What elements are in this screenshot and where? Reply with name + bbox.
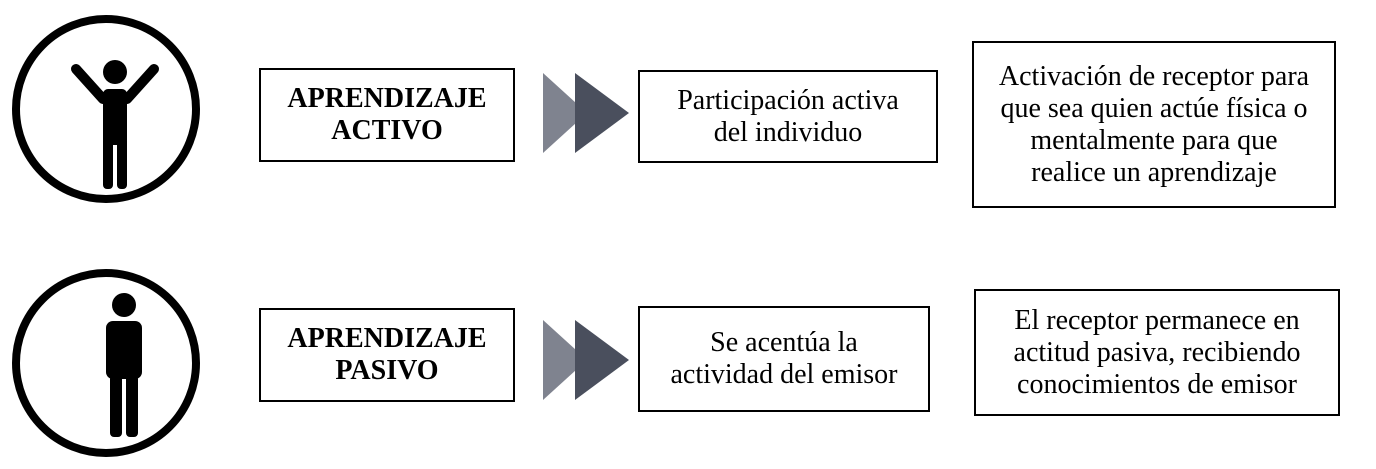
label-line: APRENDIZAJE xyxy=(287,323,487,354)
description-line: que sea quien actúe física o xyxy=(1000,92,1308,124)
label-line: ACTIVO xyxy=(331,115,443,146)
aprendizaje-activo-label: APRENDIZAJE ACTIVO xyxy=(259,68,515,162)
passive-person-circle xyxy=(6,263,206,463)
summary-line: actividad del emisor xyxy=(670,359,898,390)
aprendizaje-pasivo-label: APRENDIZAJE PASIVO xyxy=(259,308,515,402)
label-line: PASIVO xyxy=(335,355,439,386)
label-line: APRENDIZAJE xyxy=(287,83,487,114)
activo-summary-box: Participación activa del individuo xyxy=(638,70,938,163)
person-arms-raised-icon xyxy=(12,15,200,203)
summary-line: del individuo xyxy=(713,116,863,148)
activo-description-box: Activación de receptor para que sea quie… xyxy=(972,41,1336,208)
description-line: actitud pasiva, recibiendo xyxy=(1013,336,1301,368)
description-line: El receptor permanece en xyxy=(1014,304,1300,336)
pasivo-summary-box: Se acentúa la actividad del emisor xyxy=(638,306,930,412)
description-line: conocimientos de emisor xyxy=(1017,368,1297,400)
double-chevron-right-icon xyxy=(541,318,631,402)
summary-line: Se acentúa la xyxy=(710,327,858,358)
summary-line: Participación activa xyxy=(677,84,899,116)
description-line: realice un aprendizaje xyxy=(1031,156,1277,188)
person-standing-icon xyxy=(12,269,200,457)
pasivo-description-box: El receptor permanece en actitud pasiva,… xyxy=(974,289,1340,416)
description-line: Activación de receptor para xyxy=(998,60,1310,92)
double-chevron-right-icon xyxy=(541,71,631,155)
description-line: mentalmente para que xyxy=(1030,124,1278,156)
active-person-circle xyxy=(6,9,206,209)
